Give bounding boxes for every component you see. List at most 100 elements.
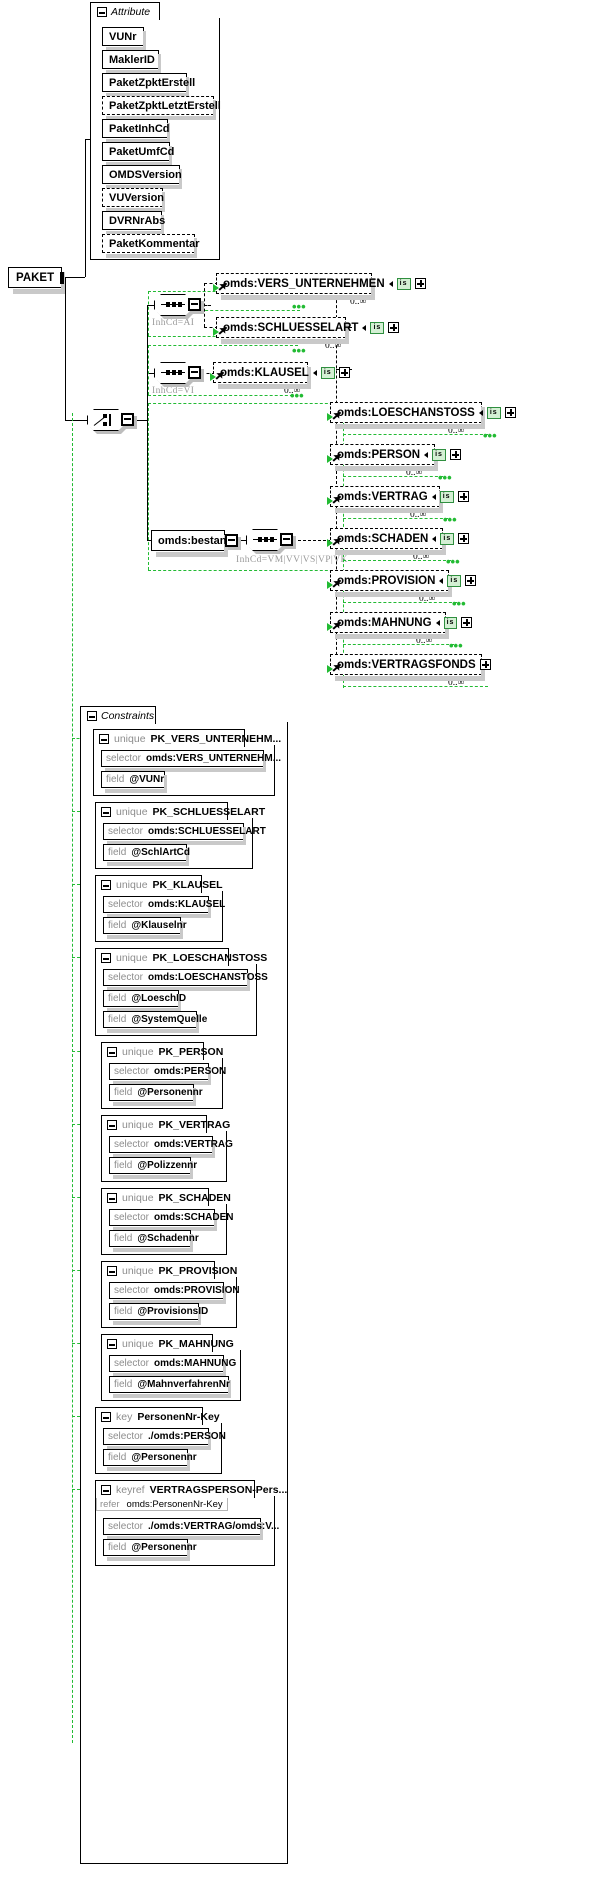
element-klausel[interactable]: omds:KLAUSEL is (213, 362, 350, 389)
element-mahnung[interactable]: omds:MAHNUNG is (330, 612, 473, 639)
constraint-tab-pk-mahnung[interactable]: unique PK_MAHNUNG (101, 1334, 234, 1352)
choice-toggle-icon[interactable] (121, 413, 134, 426)
attribute-paketinhcd[interactable]: PaketInhCd (102, 119, 170, 143)
constraint-tab-pk-provision[interactable]: unique PK_PROVISION (101, 1261, 237, 1279)
constraint-field-8[interactable]: field @ProvisionsID (109, 1303, 208, 1325)
constraint-field-4b[interactable]: field @SystemQuelle (103, 1011, 207, 1033)
constraint-field-5[interactable]: field @Personennr (109, 1084, 203, 1106)
minus-icon[interactable] (97, 6, 107, 17)
element-provision[interactable]: omds:PROVISION is (330, 570, 477, 597)
expand-toggle-icon[interactable] (461, 617, 473, 628)
minus-icon[interactable] (107, 1338, 117, 1349)
bestand-toggle-icon[interactable] (225, 534, 238, 547)
expand-toggle-icon[interactable] (504, 407, 516, 418)
constraint-selector-4[interactable]: selector omds:LOESCHANSTOSS (103, 969, 268, 991)
constraint-tab-pk-loeschanstoss[interactable]: unique PK_LOESCHANSTOSS (95, 948, 267, 966)
constraint-name: PK_SCHLUESSELART (152, 805, 266, 818)
attribute-paketkommentar[interactable]: PaketKommentar (102, 234, 199, 258)
sequence-toggle-icon[interactable] (280, 533, 293, 546)
expand-toggle-icon[interactable] (338, 367, 350, 378)
minus-icon[interactable] (107, 1119, 117, 1130)
constraint-tab-personennr-key[interactable]: key PersonenNr-Key (95, 1407, 220, 1425)
element-schaden[interactable]: omds:SCHADEN is (330, 528, 470, 555)
constraint-selector-8[interactable]: selector omds:PROVISION (109, 1282, 240, 1304)
constraint-selector-9[interactable]: selector omds:MAHNUNG (109, 1355, 236, 1377)
attribute-maklerid[interactable]: MaklerID (102, 50, 161, 74)
element-person[interactable]: omds:PERSON is (330, 444, 461, 471)
green-marker-icon (327, 539, 333, 547)
constraint-tab-pk-vers-unternehm[interactable]: unique PK_VERS_UNTERNEHM... (93, 729, 281, 747)
constraint-selector-7[interactable]: selector omds:SCHADEN (109, 1209, 233, 1231)
constraint-selector-3[interactable]: selector omds:KLAUSEL (103, 896, 225, 918)
expand-toggle-icon[interactable] (414, 278, 426, 289)
expand-toggle-icon[interactable] (457, 491, 469, 502)
constraint-tab-pk-vertrag[interactable]: unique PK_VERTRAG (101, 1115, 230, 1133)
constraint-field-2[interactable]: field @SchlArtCd (103, 844, 190, 866)
constraint-selector-10[interactable]: selector ./omds:PERSON (103, 1428, 226, 1450)
element-schluesselart[interactable]: omds:SCHLUESSELART is (216, 317, 400, 344)
sequence-toggle-icon[interactable] (188, 298, 201, 311)
minus-icon[interactable] (101, 952, 111, 963)
minus-icon[interactable] (101, 1484, 111, 1495)
sequence-toggle-icon[interactable] (188, 366, 201, 379)
constraint-field-1[interactable]: field @VUNr (101, 771, 167, 793)
element-vers-unternehmen[interactable]: omds:VERS_UNTERNEHMEN is (216, 273, 426, 300)
minus-icon[interactable] (107, 1265, 117, 1276)
attribute-paketumfcd[interactable]: PaketUmfCd (102, 142, 174, 166)
element-vertragsfonds[interactable]: omds:VERTRAGSFONDS (330, 654, 491, 681)
constraint-field-6[interactable]: field @Polizzennr (109, 1157, 197, 1179)
constraint-field-7[interactable]: field @Schadennr (109, 1230, 199, 1252)
choice-node[interactable] (87, 409, 137, 434)
occurrence-label: 0..∞ (410, 510, 427, 520)
constraint-selector-1[interactable]: selector omds:VERS_UNTERNEHM... (101, 750, 281, 772)
minus-icon[interactable] (107, 1192, 117, 1203)
constraint-tab-pk-schluesselart[interactable]: unique PK_SCHLUESSELART (95, 802, 265, 820)
constraint-field-10[interactable]: field @Personennr (103, 1449, 197, 1471)
element-bestand[interactable]: omds:bestand (151, 530, 233, 557)
constraint-selector-6[interactable]: selector omds:VERTRAG (109, 1136, 233, 1158)
constraint-selector-2[interactable]: selector omds:SCHLUESSELART (103, 823, 266, 845)
element-vertrag[interactable]: omds:VERTRAG is (330, 486, 469, 513)
sequence-node-vi[interactable] (154, 362, 204, 387)
reference-arrow-icon (333, 578, 342, 587)
constraint-tab-pk-person[interactable]: unique PK_PERSON (101, 1042, 223, 1060)
expand-toggle-icon[interactable] (458, 533, 470, 544)
element-loeschanstoss[interactable]: omds:LOESCHANSTOSS is (330, 402, 516, 429)
green-marker-icon (213, 328, 219, 336)
constraint-selector-11[interactable]: selector ./omds:VERTRAG/omds:V... (103, 1518, 279, 1540)
constraint-selector-5[interactable]: selector omds:PERSON (109, 1063, 226, 1085)
expand-toggle-icon[interactable] (449, 449, 461, 460)
attribute-paketzpktletzterstell[interactable]: PaketZpktLetztErstell (102, 96, 221, 120)
constraint-field-9[interactable]: field @MahnverfahrenNr (109, 1376, 231, 1398)
attribute-vunr[interactable]: VUNr (102, 27, 146, 51)
constraint-tab-pk-klausel[interactable]: unique PK_KLAUSEL (95, 875, 223, 893)
constraint-tab-pk-schaden[interactable]: unique PK_SCHADEN (101, 1188, 231, 1206)
element-label: omds:VERTRAG (337, 490, 428, 503)
minus-icon[interactable] (99, 733, 109, 744)
constraint-field-4a[interactable]: field @LoeschID (103, 990, 186, 1012)
expand-toggle-icon[interactable] (479, 659, 491, 670)
minus-icon[interactable] (101, 1411, 111, 1422)
expand-toggle-icon[interactable] (388, 322, 400, 333)
constraint-field-11[interactable]: field @Personennr (103, 1539, 197, 1561)
constraints-group-tab[interactable]: Constraints (80, 706, 156, 724)
element-label: omds:SCHLUESSELART (223, 321, 359, 334)
attribute-group-tab[interactable]: Attribute (90, 2, 160, 20)
minus-icon[interactable] (107, 1046, 117, 1057)
attribute-paketzpkterstell[interactable]: PaketZpktErstell (102, 73, 195, 97)
expand-toggle-icon[interactable] (465, 575, 477, 586)
element-label: omds:PROVISION (337, 574, 436, 587)
green-marker-icon (327, 497, 333, 505)
sequence-node-bestand[interactable] (246, 529, 296, 554)
constraint-field-3[interactable]: field @Klauselnr (103, 917, 187, 939)
sequence-node-ai[interactable] (154, 294, 204, 319)
constraint-tab-vertragsperson-keyref[interactable]: keyref VERTRAGSPERSON-Pers... (95, 1480, 287, 1498)
minus-icon[interactable] (101, 806, 111, 817)
attribute-omdsversion[interactable]: OMDSVersion (102, 165, 182, 189)
minus-icon[interactable] (87, 710, 97, 721)
minus-icon[interactable] (101, 879, 111, 890)
root-element-paket[interactable]: PAKET (8, 267, 65, 294)
attribute-vuversion[interactable]: VUVersion (102, 188, 165, 212)
collapse-toggle-icon[interactable] (60, 271, 65, 284)
attribute-dvrnrabs[interactable]: DVRNrAbs (102, 211, 165, 235)
